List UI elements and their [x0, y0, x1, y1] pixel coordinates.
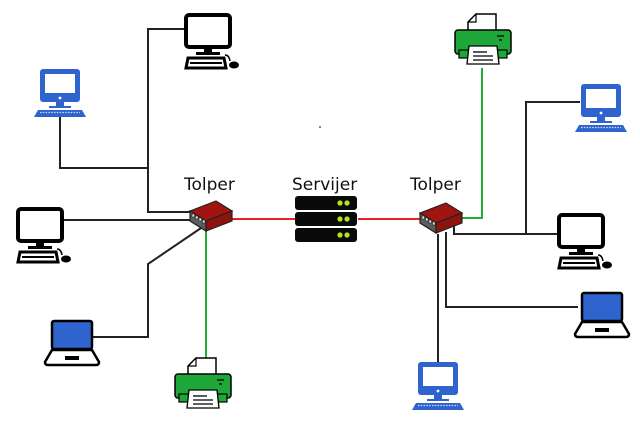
cable-left-switch-to-pc-blue: [59, 117, 148, 169]
stray-dot: [319, 126, 321, 128]
desktop-blue-icon-right: [574, 83, 628, 133]
left-switch-label: Tolper: [184, 175, 235, 195]
desktop-blue-icon-bottom: [411, 361, 465, 411]
cable-right-switch-to-printer: [454, 68, 483, 219]
cables: [59, 28, 580, 362]
cable-left-switch-to-laptop: [92, 225, 205, 338]
cable-right-switch-to-laptop: [445, 232, 578, 308]
desktop-blue-icon-left: [33, 68, 87, 118]
right-switch-label: Tolper: [410, 175, 461, 195]
server-icon: [295, 196, 357, 242]
desktop-black-icon-right: [557, 213, 614, 271]
cable-right-switch-to-pc-black: [453, 224, 558, 235]
cable-left-switch-to-pc-top: [147, 28, 196, 213]
desktop-black-icon-left: [16, 207, 73, 265]
right-switch-icon: [419, 202, 463, 234]
cable-right-branch-to-pc-blue: [525, 101, 580, 234]
printer-icon-left: [174, 357, 232, 409]
left-switch-icon: [189, 200, 233, 232]
laptop-icon-right: [573, 291, 631, 339]
server-label: Servijer: [292, 175, 358, 195]
desktop-black-icon-top-left: [184, 13, 241, 71]
printer-icon-right: [454, 13, 512, 65]
laptop-icon-left: [43, 319, 101, 367]
